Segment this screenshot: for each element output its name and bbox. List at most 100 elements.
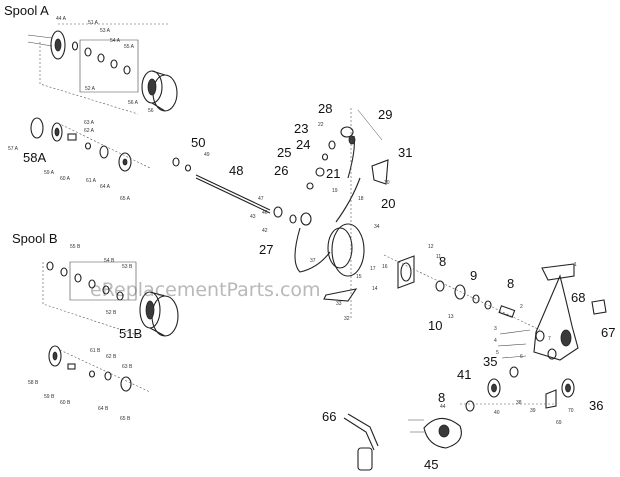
label-41: 41 xyxy=(457,367,471,382)
small-label: 58 B xyxy=(28,380,39,386)
small-label: 56 xyxy=(148,108,154,114)
small-label: 13 xyxy=(448,314,454,320)
small-label: 17 xyxy=(370,266,376,272)
small-label: 46 xyxy=(262,210,268,216)
label-50: 50 xyxy=(191,135,205,150)
label-20: 20 xyxy=(381,196,395,211)
small-label: 5 xyxy=(496,350,499,356)
small-label: 44 xyxy=(440,404,446,410)
small-label: 53 A xyxy=(100,28,111,34)
small-label: 65 A xyxy=(120,196,131,202)
label-9: 9 xyxy=(470,268,477,283)
small-label: 2 xyxy=(520,304,523,310)
small-label: 47 xyxy=(258,196,264,202)
small-label: 39 xyxy=(530,408,536,414)
spool-b-knob[interactable] xyxy=(48,345,62,367)
label-51b: 51B xyxy=(119,326,142,341)
label-8-bottom: 8 xyxy=(438,390,445,405)
label-66: 66 xyxy=(322,409,336,424)
small-label: 40 xyxy=(494,410,500,416)
small-label: 3 xyxy=(494,326,497,332)
small-label: 7 xyxy=(548,336,551,342)
label-8-right: 8 xyxy=(507,276,514,291)
small-label: 59 A xyxy=(44,170,55,176)
small-label: 16 xyxy=(382,264,388,270)
small-label: 60 A xyxy=(60,176,71,182)
small-label: 63 B xyxy=(122,364,133,370)
small-label: 52 A xyxy=(85,86,96,92)
small-label: 51 A xyxy=(88,20,99,26)
small-label: 69 xyxy=(556,420,562,426)
small-label: 56 A xyxy=(128,100,139,106)
small-label: 60 B xyxy=(60,400,71,406)
small-label: 61 B xyxy=(90,348,101,354)
small-label: 57 A xyxy=(8,146,19,152)
small-label: 22 xyxy=(318,122,324,128)
small-label: 54 A xyxy=(110,38,121,44)
label-68: 68 xyxy=(571,290,585,305)
small-label: 62 B xyxy=(106,354,117,360)
small-label: 54 B xyxy=(104,258,115,264)
spool-b-assembly xyxy=(42,261,179,393)
label-24: 24 xyxy=(296,137,310,152)
small-label: 38 xyxy=(516,400,522,406)
rotor-bail-assembly[interactable] xyxy=(273,108,389,318)
small-label: 43 xyxy=(250,214,256,220)
label-28: 28 xyxy=(318,101,332,116)
small-label: 49 xyxy=(204,152,210,158)
small-label: 63 A xyxy=(84,120,95,126)
pinion-gear-stack[interactable] xyxy=(383,254,541,331)
small-label: 6 xyxy=(520,354,523,360)
label-8-top: 8 xyxy=(439,254,446,269)
label-23: 23 xyxy=(294,121,308,136)
spool-a-assembly xyxy=(27,23,178,172)
label-45: 45 xyxy=(424,457,438,472)
spool-a-knob-58a[interactable] xyxy=(30,117,44,139)
small-label: 33 xyxy=(336,301,342,307)
reel-body-frame[interactable] xyxy=(497,263,607,361)
small-label: 4 xyxy=(494,338,497,344)
small-label: 12 xyxy=(428,244,434,250)
label-29: 29 xyxy=(378,107,392,122)
small-label: 59 B xyxy=(44,394,55,400)
small-label: 18 xyxy=(358,196,364,202)
label-48: 48 xyxy=(229,163,243,178)
watermark-text: eReplacementParts.com xyxy=(90,279,321,301)
label-31: 31 xyxy=(398,145,412,160)
small-label: 55 A xyxy=(124,44,135,50)
small-label: 64 A xyxy=(100,184,111,190)
main-shaft[interactable] xyxy=(172,157,271,214)
section-title-spool-b: Spool B xyxy=(12,231,58,246)
small-label: 65 B xyxy=(120,416,131,422)
label-27: 27 xyxy=(259,242,273,257)
spool-a-front-plate[interactable] xyxy=(50,30,66,60)
label-21: 21 xyxy=(326,166,340,181)
small-label: 44 A xyxy=(56,16,67,22)
small-label: 15 xyxy=(356,274,362,280)
small-label: 1 xyxy=(574,262,577,268)
small-label: 14 xyxy=(372,286,378,292)
small-label: 53 B xyxy=(122,264,133,270)
label-36: 36 xyxy=(589,398,603,413)
small-label: 52 B xyxy=(106,310,117,316)
small-label: 70 xyxy=(568,408,574,414)
handle-crank-assembly[interactable] xyxy=(343,413,462,471)
small-label: 37 xyxy=(310,258,316,264)
small-label: 42 xyxy=(262,228,268,234)
spool-a-drum[interactable] xyxy=(141,70,178,112)
section-title-spool-a: Spool A xyxy=(4,3,49,18)
label-26: 26 xyxy=(274,163,288,178)
small-label: 34 xyxy=(374,224,380,230)
label-67: 67 xyxy=(601,325,615,340)
small-label: 30 xyxy=(384,180,390,186)
small-label: 11 xyxy=(436,254,441,260)
small-label: 61 A xyxy=(86,178,97,184)
small-label: 19 xyxy=(332,188,338,194)
small-label: 32 xyxy=(344,316,350,322)
rotor-gear-assembly[interactable] xyxy=(460,366,575,412)
label-10: 10 xyxy=(428,318,442,333)
spool-b-drum[interactable] xyxy=(139,291,179,337)
small-label: 55 B xyxy=(70,244,81,250)
small-label: 64 B xyxy=(98,406,109,412)
